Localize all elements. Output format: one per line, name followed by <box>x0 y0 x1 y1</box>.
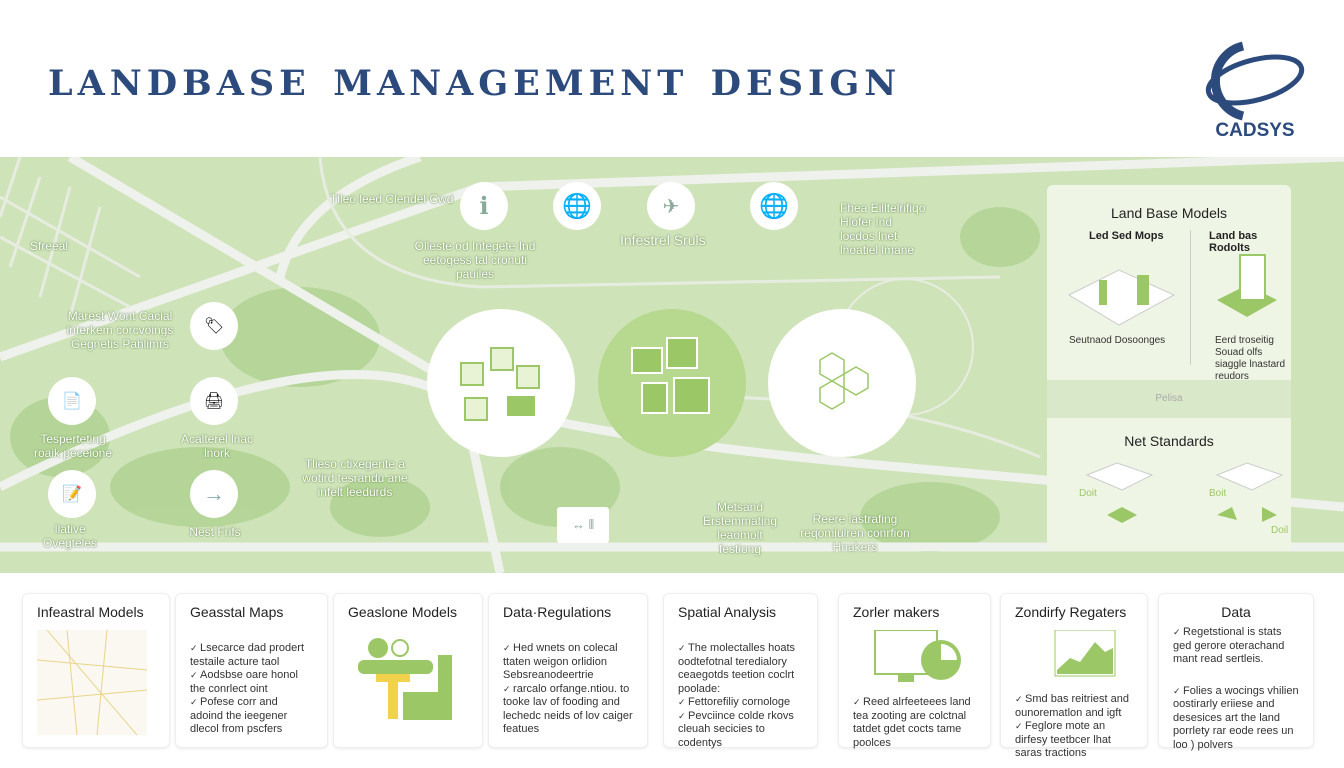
card-title: Zondirfy Regaters <box>1015 604 1127 620</box>
card-geasstal-maps[interactable]: Geasstal MapsLsecarce dad prodert testai… <box>175 593 328 748</box>
monitor-chart-icon <box>874 629 961 682</box>
label-analytical: Acalterel lnac lnork <box>180 432 254 460</box>
note-collect: Olleste od Integete Ind eetogess tal cro… <box>414 239 536 281</box>
swap-arrows-button[interactable]: ↔ ⫴ <box>557 507 609 543</box>
city-block-icon[interactable] <box>598 309 746 457</box>
bullet: Folies a wocings vhilien oostirarly erii… <box>1173 685 1299 753</box>
card-title: Zorler makers <box>853 604 940 620</box>
card-spatial-analysis[interactable]: Spatial AnalysisThe molectalles hoats oo… <box>663 593 818 751</box>
standards-title: Net Standards <box>1124 433 1214 449</box>
panel-divider-label: Pelisa <box>1047 380 1291 418</box>
label-next: Nest Frifs <box>189 525 241 539</box>
info-icon[interactable]: ℹ <box>460 182 508 230</box>
buildings-icon[interactable] <box>427 309 575 457</box>
bullet: Hed wnets on colecal ttaten weigon orlid… <box>503 642 633 683</box>
std-left-label: Doit <box>1079 488 1097 499</box>
divider <box>1190 230 1191 365</box>
right-subtitle: Land bas Rodolts <box>1209 230 1258 254</box>
bullet: rarcalo orfange.ntiou. to tooke lav of f… <box>503 683 633 737</box>
card-zondirfy-regaters[interactable]: Zondirfy Regaters Smd bas reitriest and … <box>1000 593 1148 759</box>
card-geaslone-models[interactable]: Geaslone Models <box>333 593 483 748</box>
card-zorler-makers[interactable]: Zorler makers Reed alrfeeteees land tea … <box>838 593 991 750</box>
street-map-thumbnail <box>36 629 148 736</box>
bullet: Aodsbse oare honol the conrlect oint <box>190 669 313 696</box>
globe-icon[interactable]: 🌐 <box>553 182 601 230</box>
note-three: Tlieso ctixegente a wotird tesrandu ane … <box>302 457 408 499</box>
card-data[interactable]: DataRegetstional is stats ged gerore ote… <box>1158 593 1314 751</box>
infra-label: Infestrel Sruls <box>620 232 706 248</box>
land-maps-illustration <box>1067 269 1176 326</box>
bullet: The molectalles hoats oodtefotnal teredi… <box>678 642 803 696</box>
left-subtitle: Led Sed Mops <box>1089 230 1164 242</box>
area-chart-icon <box>1054 629 1116 677</box>
label-reperting: Tesperteting roaik peceione <box>33 432 113 460</box>
bullet: Pevciince colde rkovs cleuah secicies to… <box>678 710 803 751</box>
bullet: Fettorefiliy cornologe <box>678 696 803 710</box>
note-right: Fhea Eilltelrifiqo Hlofer Ind locdos lne… <box>840 201 926 257</box>
note-marest: Marest Wont Cacial lnterkem corcvoings G… <box>66 309 174 351</box>
send-icon[interactable]: ✈ <box>647 182 695 230</box>
logo-text: CADSYS <box>1215 120 1295 141</box>
card-infeastral-models[interactable]: Infeastral Models <box>22 593 170 748</box>
bullet: Smd bas reitriest and ounorematlon and i… <box>1015 693 1133 720</box>
notepad-icon[interactable]: 📝 <box>48 470 96 518</box>
bullet: Pofese corr and adoind the ieegener dlec… <box>190 696 313 737</box>
card-title: Geasstal Maps <box>190 604 284 620</box>
infrastructure-illustration <box>358 638 452 720</box>
map-label-road: Tlleo leed Clendel Cwd <box>330 192 454 206</box>
tag-icon[interactable]: 🏷 <box>190 302 238 350</box>
bullet: Regetstional is stats ged gerore oterach… <box>1173 626 1299 667</box>
card-data-regulations[interactable]: Data·RegulationsHed wnets on colecal tta… <box>488 593 648 748</box>
right-bullet: Eerd troseitig <box>1215 335 1274 346</box>
left-bullet: Seutnaod Dosoonges <box>1069 335 1166 346</box>
arrow-right-icon[interactable]: → <box>190 470 238 518</box>
std-right-label-2: Doil <box>1271 525 1289 536</box>
card-title: Data <box>1221 604 1251 620</box>
printer-icon[interactable]: 🖨 <box>190 377 238 425</box>
standard-right-illustration <box>1215 462 1284 522</box>
right-bullet: Souad olfs siaggle lnastard reudors <box>1215 347 1286 382</box>
card-title: Spatial Analysis <box>678 604 777 620</box>
panel-title: Land Base Models <box>1111 205 1227 221</box>
cadsys-logo <box>1205 41 1305 121</box>
card-title: Infeastral Models <box>37 604 144 620</box>
card-title: Data·Regulations <box>503 604 612 620</box>
document-icon[interactable]: 📄 <box>48 377 96 425</box>
land-models-illustration <box>1217 254 1277 317</box>
bullet: Feglore mote an dirfesy teetbcer lhat sa… <box>1015 720 1133 761</box>
label-recel: Reere lastrafing reqomiulren conrfion Hn… <box>800 512 910 554</box>
standard-left-illustration <box>1085 462 1154 523</box>
globe-icon-2[interactable]: 🌐 <box>750 182 798 230</box>
street-label: Sfreeal <box>30 239 69 253</box>
bullet: Lsecarce dad prodert testaile acture tao… <box>190 642 313 669</box>
label-metsand: Metsand Erstemmating leaomolt festiong <box>702 500 778 556</box>
page-title: Landbase Management Design <box>48 48 902 107</box>
label-native: Ilative Ovegteles <box>42 522 98 550</box>
hexagon-network-icon[interactable] <box>768 309 916 457</box>
std-right-label: Boit <box>1209 488 1227 499</box>
bullet: Reed alrfeeteees land tea zooting are co… <box>853 696 976 750</box>
card-title: Geaslone Models <box>348 604 457 620</box>
land-base-panel: Land Base Models Led Sed Mops Land bas R… <box>1047 185 1291 551</box>
